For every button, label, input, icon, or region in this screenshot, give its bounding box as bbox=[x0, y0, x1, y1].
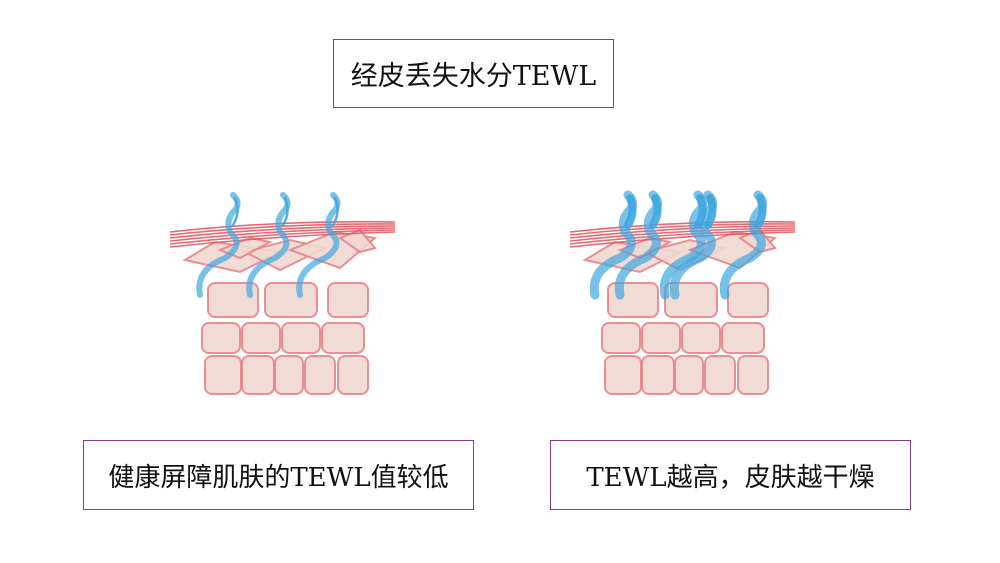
skin-cell bbox=[674, 355, 704, 395]
stratum-corneum-line bbox=[569, 220, 796, 233]
caption-healthy-skin: 健康屏障肌肤的TEWL值较低 bbox=[83, 440, 474, 510]
dry-skin-illustration bbox=[569, 190, 796, 395]
caption-left-text: 健康屏障肌肤的TEWL值较低 bbox=[108, 462, 449, 493]
caption-right-text: TEWL越高，皮肤越干燥 bbox=[586, 462, 875, 493]
skin-cell bbox=[337, 355, 369, 395]
stratum-corneum-line bbox=[569, 227, 796, 242]
skin-cell bbox=[681, 322, 721, 354]
skin-cell bbox=[604, 355, 642, 395]
water-vapor bbox=[624, 194, 637, 229]
stratum-corneum-line bbox=[569, 225, 796, 239]
skin-cell bbox=[201, 322, 241, 354]
water-vapor bbox=[649, 194, 662, 229]
skin-cell bbox=[204, 355, 242, 395]
skin-cell bbox=[241, 322, 281, 354]
water-vapor bbox=[704, 194, 717, 229]
skin-cell bbox=[327, 282, 369, 318]
water-vapor bbox=[281, 196, 289, 227]
stratum-corneum-line bbox=[569, 223, 796, 236]
skin-cell bbox=[304, 355, 336, 395]
skin-cell bbox=[737, 355, 769, 395]
title-box: 经皮丢失水分TEWL bbox=[333, 39, 614, 108]
water-vapor bbox=[754, 194, 767, 229]
skin-cell bbox=[727, 282, 769, 318]
skin-cell bbox=[721, 322, 765, 354]
skin-cell bbox=[274, 355, 304, 395]
skin-cell bbox=[207, 282, 259, 318]
caption-dry-skin: TEWL越高，皮肤越干燥 bbox=[550, 440, 911, 510]
stratum-corneum-line bbox=[569, 229, 796, 245]
water-vapor bbox=[231, 196, 239, 227]
skin-cell bbox=[281, 322, 321, 354]
healthy-skin-illustration bbox=[169, 192, 396, 395]
skin-cell bbox=[641, 322, 681, 354]
skin-cell bbox=[321, 322, 365, 354]
skin-cell bbox=[641, 355, 675, 395]
skin-cell bbox=[704, 355, 736, 395]
stratum-corneum-line bbox=[569, 231, 796, 248]
skin-cell bbox=[241, 355, 275, 395]
skin-cell bbox=[601, 322, 641, 354]
water-vapor bbox=[331, 196, 339, 227]
title-text: 经皮丢失水分TEWL bbox=[350, 61, 597, 92]
skin-cell bbox=[264, 282, 318, 318]
